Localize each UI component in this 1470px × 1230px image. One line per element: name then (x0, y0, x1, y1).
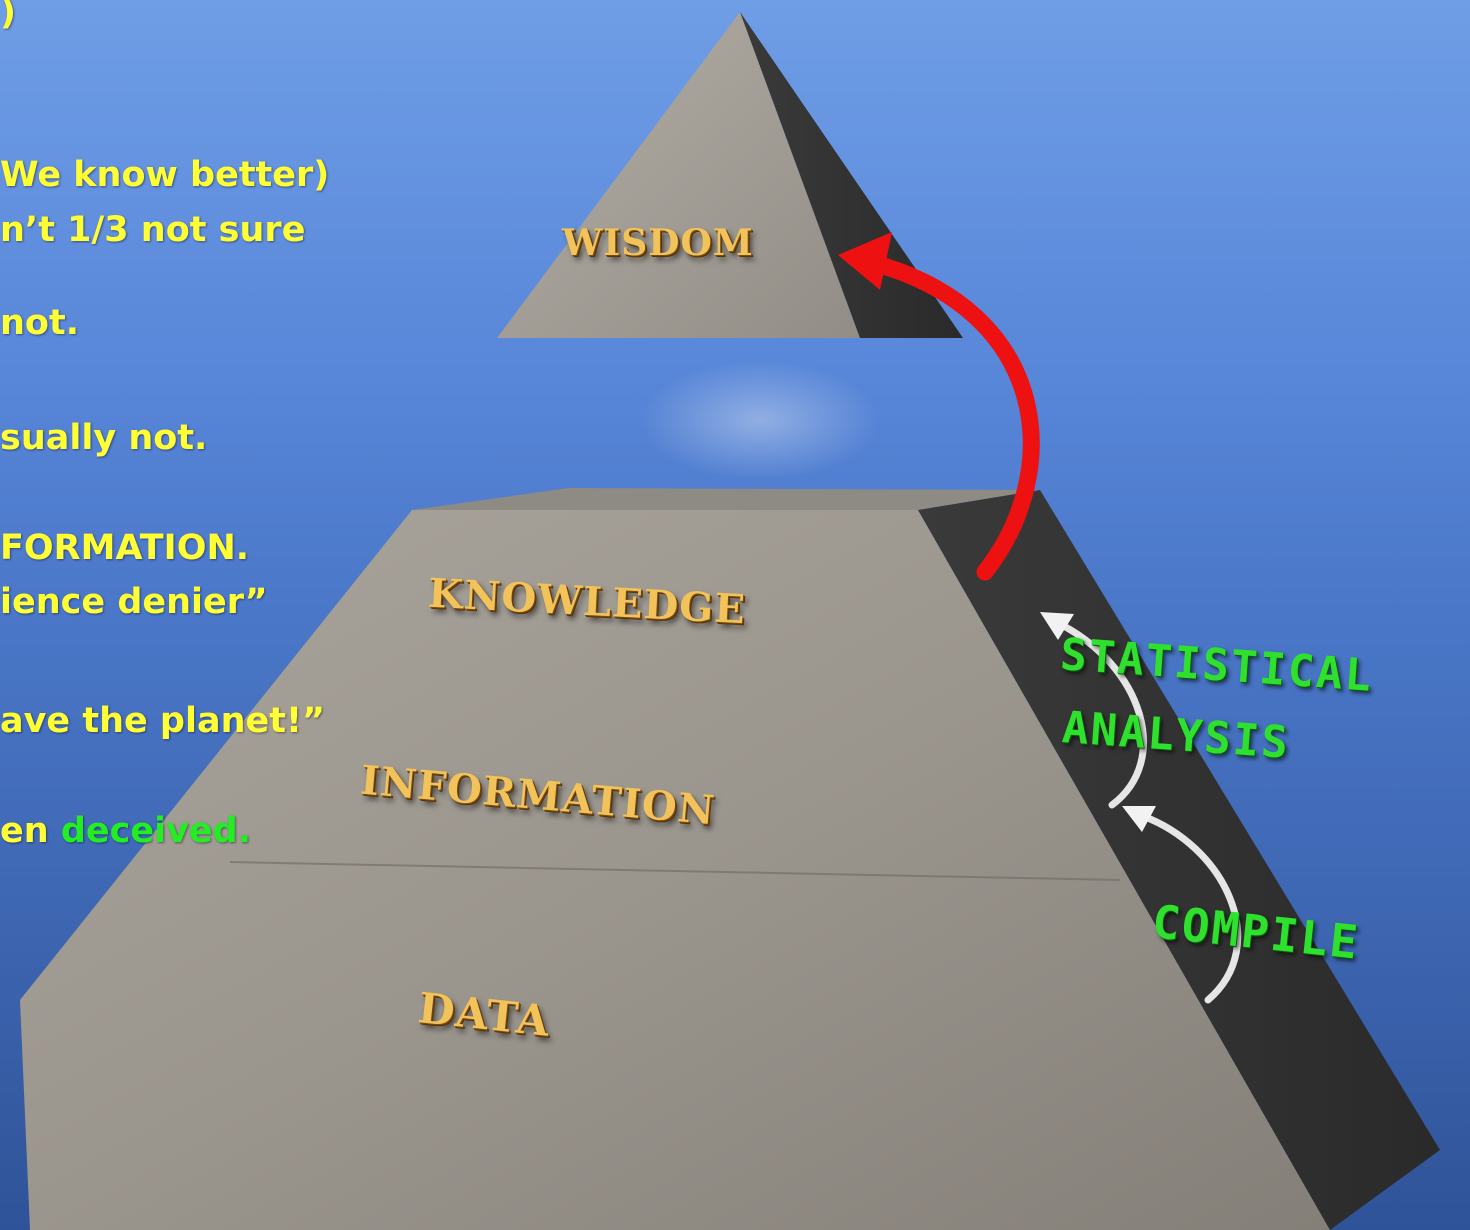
text-line-9: en deceived. (0, 812, 251, 850)
text-line-4: not. (0, 303, 79, 343)
text-line-7: ience denier” (0, 582, 268, 622)
lower-pyramid-side (918, 490, 1440, 1230)
white-arrow-lower (1136, 811, 1242, 1004)
text-line-9-prefix: en (0, 811, 61, 851)
text-line-2: We know better) (0, 155, 330, 195)
level-label-wisdom: WISDOM (562, 222, 754, 264)
deceived-highlight: deceived. (60, 811, 252, 851)
text-line-1: ) (0, 0, 16, 33)
layer-divider (229, 861, 1121, 881)
text-line-3: n’t 1/3 not sure (0, 210, 306, 250)
lower-pyramid-top-face (412, 488, 1040, 510)
text-line-8: ave the planet!” (0, 701, 325, 741)
wisdom-pyramid-front (497, 12, 860, 338)
white-arrow-upper-head (1040, 612, 1074, 640)
wisdom-pyramid-side (740, 12, 963, 338)
white-arrow-upper (1054, 619, 1147, 809)
text-line-6: FORMATION. (0, 528, 250, 568)
red-arrow-head (838, 232, 892, 290)
white-arrow-lower-head (1122, 806, 1156, 832)
red-arrow (861, 253, 1040, 581)
water-reflection (640, 360, 880, 480)
text-line-5: sually not. (0, 418, 208, 458)
